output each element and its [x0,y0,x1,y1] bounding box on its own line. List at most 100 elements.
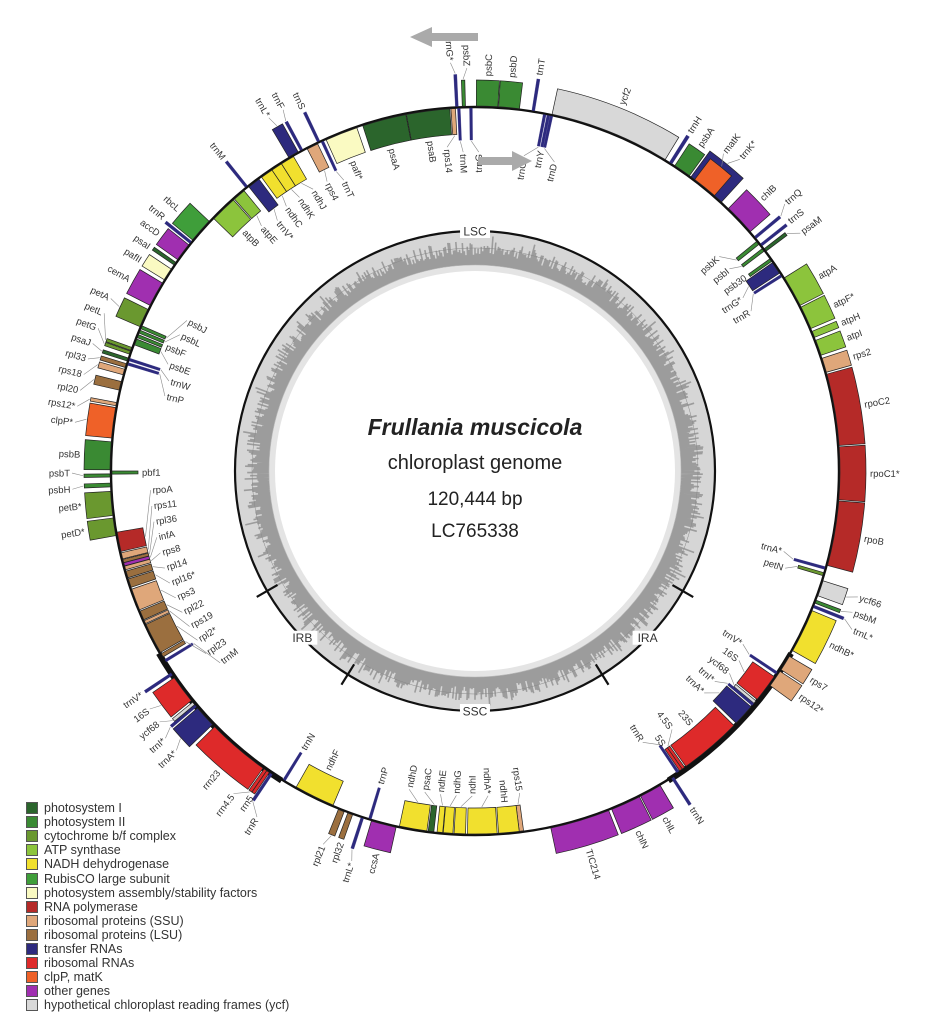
gene-trns[interactable] [760,223,788,247]
gene-chln[interactable] [611,796,652,834]
gene-atph[interactable] [811,320,840,338]
gene-trnp[interactable] [368,787,381,820]
gene-atpb[interactable] [213,199,252,238]
gene-trnr[interactable] [658,744,680,774]
gene-clpp[interactable] [85,402,116,439]
gene-psbl[interactable] [138,329,165,344]
gene-trng[interactable] [745,262,780,292]
gene-psbe[interactable] [134,338,162,355]
gene-trnr[interactable] [164,220,192,244]
gene-trnq[interactable] [754,215,782,239]
gene-atpe[interactable] [233,190,262,220]
gene-trnn[interactable] [282,751,303,781]
gene-petg[interactable] [104,342,131,355]
gene-trns[interactable] [303,111,320,143]
gene-ndhg[interactable] [442,806,455,834]
gene-rrn4.5[interactable] [248,768,268,793]
gene-16s[interactable] [736,661,775,700]
gene-psbf[interactable] [136,334,164,348]
gene-petl[interactable] [105,338,133,351]
gene-psbk[interactable] [735,241,760,262]
gene-trnr[interactable] [251,772,273,802]
gene-psbm[interactable] [814,599,842,614]
gene-rpl2[interactable] [145,612,184,653]
gene-trnt[interactable] [531,78,541,112]
gene-ndha[interactable] [467,806,498,835]
gene-psbb[interactable] [83,439,112,471]
gene-rpl22[interactable] [139,600,169,621]
gene-petb[interactable] [84,491,114,520]
gene-trnw[interactable] [128,358,161,371]
gene-5s[interactable] [664,747,683,772]
gene-petn[interactable] [797,564,824,577]
gene-rpoc2[interactable] [826,366,866,446]
gene-rpoa[interactable] [116,527,147,552]
gene-ycf2[interactable] [551,88,680,160]
gene-rpl16[interactable] [127,570,157,588]
gene-rpl36[interactable] [122,552,150,563]
gene-atpi[interactable] [815,330,847,356]
gene-rps2[interactable] [821,349,852,373]
gene-rps12[interactable] [769,670,803,702]
gene-trnn[interactable] [671,776,692,806]
gene-atpa[interactable] [784,263,824,306]
gene-pafii[interactable] [141,254,172,281]
gene-ycf68[interactable] [171,701,196,722]
gene-trng[interactable] [537,114,547,147]
gene-psb30[interactable] [748,258,772,278]
gene-trnh[interactable] [669,134,690,165]
gene-atpf[interactable] [800,294,836,329]
gene-rps4[interactable] [306,143,330,173]
gene-rps11[interactable] [120,546,149,560]
gene-trnl[interactable] [271,123,299,158]
gene-psaa[interactable] [362,114,412,151]
gene-psab[interactable] [406,108,452,141]
gene-psbd[interactable] [498,80,524,110]
gene-rpob[interactable] [827,500,866,573]
gene-psbj[interactable] [140,325,167,340]
gene-pafi[interactable] [325,127,366,165]
gene-trnm[interactable] [164,642,194,663]
gene-rps14[interactable] [450,108,458,136]
gene-trnr[interactable] [753,274,783,295]
gene-16s[interactable] [152,677,192,718]
gene-trnd[interactable] [543,115,553,148]
gene-psac[interactable] [427,804,438,833]
gene-matk[interactable] [694,158,733,197]
gene-psai[interactable] [151,246,177,266]
gene-pbf1[interactable] [111,470,139,475]
gene-ndhe[interactable] [436,805,446,833]
gene-ycf66[interactable] [817,580,849,606]
gene-rpoc1[interactable] [838,444,867,503]
gene-ccsa[interactable] [363,820,397,854]
gene-trnv[interactable] [144,672,173,694]
gene-cema[interactable] [126,269,163,306]
gene-ndhb[interactable] [792,610,837,665]
gene-rpl21[interactable] [328,808,345,837]
gene-trna[interactable] [712,685,752,724]
gene-rpl33[interactable] [99,355,127,368]
gene-rps12[interactable] [89,397,117,407]
gene-trna[interactable] [172,707,213,748]
gene-trnm[interactable] [224,160,248,188]
gene-trnm[interactable] [457,108,462,141]
gene-ndhi[interactable] [453,807,467,835]
gene-psbc[interactable] [475,79,500,108]
gene-chlb[interactable] [728,189,771,232]
gene-psbi[interactable] [740,248,765,268]
gene-trnl[interactable] [350,817,364,850]
gene-trny[interactable] [540,115,550,148]
gene-trng[interactable] [453,74,459,107]
gene-psbh[interactable] [83,482,111,489]
gene-trni[interactable] [727,682,755,706]
gene-trng[interactable] [469,107,473,141]
gene-ndhf[interactable] [295,763,344,806]
gene-chll[interactable] [640,785,674,820]
gene-rps7[interactable] [780,655,813,685]
gene-ndhj[interactable] [281,156,308,187]
gene-rps19[interactable] [143,609,170,624]
gene-trnf[interactable] [284,120,303,151]
gene-peta[interactable] [115,297,149,328]
gene-petd[interactable] [86,517,117,541]
gene-rpl20[interactable] [93,374,122,391]
